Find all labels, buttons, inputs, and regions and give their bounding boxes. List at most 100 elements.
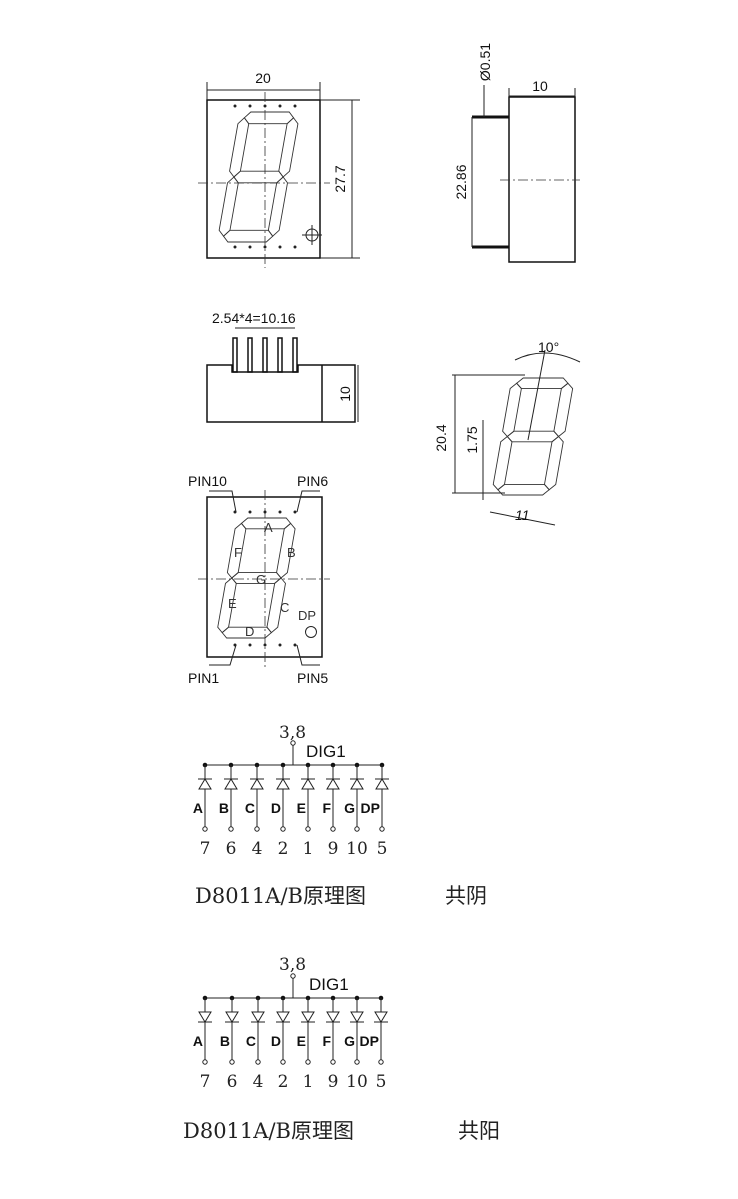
pin10-label: PIN10 (188, 473, 227, 489)
side-body-outline (508, 96, 576, 263)
segment-label: F (322, 800, 331, 816)
segment-label: C (245, 800, 255, 816)
pin-diameter-label: Ø0.51 (477, 43, 493, 81)
pin6-label: PIN6 (297, 473, 328, 489)
led-diode-icon (301, 778, 315, 790)
pin5-label: PIN5 (297, 670, 328, 686)
pitch-dimension-label: 2.54*4=10.16 (212, 310, 296, 326)
segment-dp-label: DP (298, 608, 316, 623)
pin-terminal (379, 826, 385, 832)
front-body-outline (206, 99, 321, 259)
segment-label: C (246, 1033, 256, 1049)
bottom-height-label: 10 (337, 386, 353, 402)
pin-number: 2 (278, 839, 289, 859)
segment-label: G (344, 800, 355, 816)
led-diode-icon (276, 1011, 290, 1023)
segment-c (544, 437, 565, 490)
pin-dot (248, 643, 252, 647)
pin-number: 9 (328, 1072, 339, 1092)
pin-dot (248, 510, 252, 514)
led-diode-icon (374, 1011, 388, 1023)
pin-dot (233, 245, 237, 249)
pin-number: 7 (200, 1072, 211, 1092)
pin1-label: PIN1 (188, 670, 219, 686)
pin-terminal (202, 1059, 208, 1065)
segment-label: A (193, 1033, 203, 1049)
segment-f (502, 383, 523, 436)
pin-number: 1 (303, 1072, 314, 1092)
pin-number: 10 (346, 1072, 368, 1092)
pin-number: 6 (226, 839, 237, 859)
led-diode-icon (198, 778, 212, 790)
common-pin-terminal (290, 740, 296, 746)
segment-e (218, 177, 239, 236)
segment-e (217, 578, 237, 633)
pin-terminal (280, 1059, 286, 1065)
pin-dot (293, 643, 297, 647)
common-pin-terminal (290, 973, 296, 979)
pin-dot (248, 104, 252, 108)
pin-span-label: 22.86 (453, 164, 469, 199)
pin-number: 7 (200, 839, 211, 859)
led-diode-icon (350, 1011, 364, 1023)
pin-dot (263, 643, 267, 647)
led-diode-icon (198, 1011, 212, 1023)
front-view: 20 27.7 (198, 70, 360, 268)
pin (277, 337, 283, 373)
pin-dot (293, 104, 297, 108)
segment-label: E (297, 800, 306, 816)
segment-d-label: D (245, 624, 254, 639)
pin-number: 5 (376, 1072, 387, 1092)
segment-c (266, 578, 286, 633)
segment-b-label: B (287, 545, 296, 560)
dp-circle (305, 626, 317, 638)
pin-dot (293, 510, 297, 514)
pin (262, 337, 268, 373)
front-digit (217, 112, 300, 242)
schematic-type-label: 共阳 (458, 1119, 500, 1143)
pin-number: 5 (377, 839, 388, 859)
segment-a (243, 112, 294, 124)
segment-c (267, 177, 288, 236)
segment-label: D (271, 800, 281, 816)
common-label: DIG1 (309, 975, 349, 994)
segment-a-label: A (264, 520, 273, 535)
led-diode-icon (326, 1011, 340, 1023)
led-diode-icon (350, 778, 364, 790)
common-label: DIG1 (306, 742, 346, 761)
segment-b (553, 383, 574, 436)
segment-width-label: 1.75 (464, 426, 480, 453)
bottom-view: 2.54*4=10.16 10 (206, 310, 359, 423)
segment-f (229, 118, 250, 177)
pin-dot (263, 104, 267, 108)
segment-label: E (297, 1033, 306, 1049)
pin-terminal (354, 1059, 360, 1065)
segment-g (233, 171, 284, 183)
segment-b (278, 118, 299, 177)
segment-g (506, 431, 559, 442)
pin-terminal (228, 826, 234, 832)
segment-label: D (271, 1033, 281, 1049)
segment-label: DP (361, 800, 380, 816)
schematic-caption: D8011A/B原理图 (183, 1119, 354, 1143)
segment-label: A (193, 800, 203, 816)
segment-g-label: G (256, 572, 266, 587)
segment-e-label: E (228, 596, 237, 611)
segment-label: DP (360, 1033, 379, 1049)
segment-label: G (344, 1033, 355, 1049)
schematic-type-label: 共阴 (445, 884, 487, 908)
pin-terminal (354, 826, 360, 832)
pin (247, 337, 253, 373)
led-diode-icon (251, 1011, 265, 1023)
common-pin-label: 3,8 (279, 955, 306, 975)
led-diode-icon (326, 778, 340, 790)
led-diode-icon (224, 778, 238, 790)
pin-number: 2 (278, 1072, 289, 1092)
led-diode-icon (250, 778, 264, 790)
angle-label: 10° (538, 339, 559, 355)
segment-label: B (220, 1033, 230, 1049)
pin-number: 1 (303, 839, 314, 859)
pin-dot (278, 510, 282, 514)
pin-number: 10 (346, 839, 368, 859)
